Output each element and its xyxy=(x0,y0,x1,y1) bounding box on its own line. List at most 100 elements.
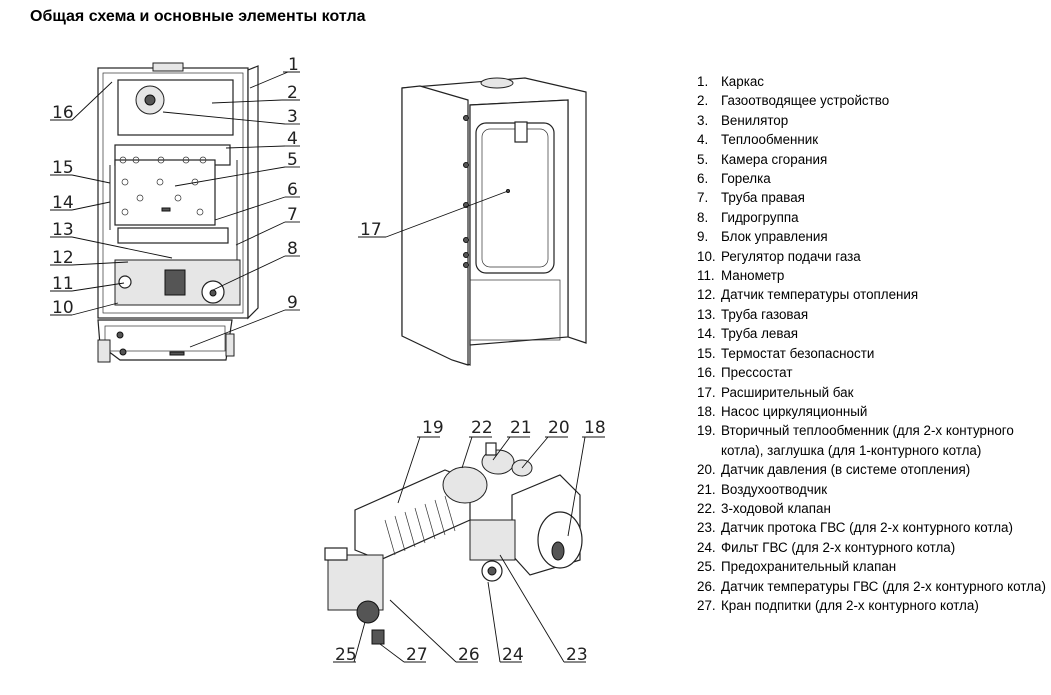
legend-item-text: Манометр xyxy=(721,268,785,284)
legend-item: 12. Датчик температуры отопления xyxy=(697,285,1047,304)
legend-item-number: 5. xyxy=(697,151,709,167)
legend-item-number: 8. xyxy=(697,209,709,225)
callout-24: 24 xyxy=(502,645,524,665)
legend-item-text: Кран подпитки (для 2-х контурного котла) xyxy=(721,597,979,613)
callout-19: 19 xyxy=(422,418,444,438)
legend-item-number: 16. xyxy=(697,365,716,381)
callout-18: 18 xyxy=(584,418,606,438)
legend-item: 21.Воздухоотводчик xyxy=(697,480,1047,499)
valve-block xyxy=(327,554,384,611)
three-way-valve xyxy=(442,466,488,504)
manometer xyxy=(118,275,132,289)
legend-item-number: 14. xyxy=(697,326,716,342)
legend-item-number: 13. xyxy=(697,306,716,322)
flue-outlet xyxy=(152,62,184,72)
legend-item-text: Теплообменник xyxy=(721,132,819,148)
callout-10: 10 xyxy=(52,298,74,318)
legend-item-number: 11. xyxy=(697,268,715,284)
legend-item-text: Регулятор подачи газа xyxy=(721,248,861,264)
frame-side xyxy=(247,65,259,320)
callout-4: 4 xyxy=(287,129,298,149)
safety-valve xyxy=(356,600,380,624)
legend-item-number: 6. xyxy=(697,171,709,187)
legend-item-text: Вторичный теплообменник (для 2-х контурн… xyxy=(721,423,1014,458)
tank-bracket xyxy=(514,121,528,143)
front-callouts-left: 16 15 14 13 12 11 10 xyxy=(50,81,173,318)
callout-9: 9 xyxy=(287,293,298,313)
legend-item-text: Воздухоотводчик xyxy=(721,481,828,497)
legend-item-text: Газоотводящее устройство xyxy=(721,93,890,109)
legend-item-number: 4. xyxy=(697,132,709,148)
legend-item-text: Датчик давления (в системе отопления) xyxy=(721,462,971,478)
legend-item-number: 15. xyxy=(697,345,716,361)
legend-item: 3.Венилятор xyxy=(697,111,1047,130)
legend-item: 2. Газоотводящее устройство xyxy=(697,91,1047,110)
legend-item: 25. Предохранительный клапан xyxy=(697,557,1047,576)
legend-item-number: 23. xyxy=(697,520,716,536)
legend-item-text: Труба левая xyxy=(721,326,799,342)
legend-item: 23.Датчик протока ГВС (для 2-х контурног… xyxy=(697,518,1047,537)
callout-26: 26 xyxy=(458,645,480,665)
legend-item: 5. Камера сгорания xyxy=(697,150,1047,169)
legend-item: 18.Насос циркуляционный xyxy=(697,402,1047,421)
legend-item-number: 25. xyxy=(697,559,716,575)
legend-item-number: 24. xyxy=(697,539,716,555)
legend-item: 1.Каркас xyxy=(697,72,1047,91)
callout-7: 7 xyxy=(287,205,298,225)
callout-2: 2 xyxy=(287,83,298,103)
legend-item: 27.Кран подпитки (для 2-х контурного кот… xyxy=(697,596,1047,615)
expansion-tank xyxy=(475,122,555,274)
air-vent xyxy=(481,449,515,475)
legend-item-text: Термостат безопасности xyxy=(721,345,875,361)
callout-16: 16 xyxy=(52,103,74,123)
legend-item: 15. Термостат безопасности xyxy=(697,344,1047,363)
legend-item-number: 2. xyxy=(697,93,709,109)
legend-item-number: 10. xyxy=(697,248,716,264)
callout-6: 6 xyxy=(287,180,298,200)
legend-item: 17.Расширительный бак xyxy=(697,383,1047,402)
legend-item: 6.Горелка xyxy=(697,169,1047,188)
legend-item: 24.Фильт ГВС (для 2-х контурного котла) xyxy=(697,538,1047,557)
legend-item-text: Датчик температуры ГВС (для 2-х контурно… xyxy=(721,578,1046,594)
callout-5: 5 xyxy=(287,150,298,170)
filling-tap xyxy=(371,629,385,645)
legend-item-text: Предохранительный клапан xyxy=(721,559,897,575)
legend-item: 7.Труба правая xyxy=(697,188,1047,207)
legend-item: 9.Блок управления xyxy=(697,227,1047,246)
legend-item-text: Гидрогруппа xyxy=(721,209,799,225)
legend-item-text: 3-ходовой клапан xyxy=(721,500,831,516)
callout-20: 20 xyxy=(548,418,570,438)
page-title: Общая схема и основные элементы котла xyxy=(30,8,366,25)
legend-item: 13.Труба газовая xyxy=(697,305,1047,324)
callout-8: 8 xyxy=(287,239,298,259)
callout-27: 27 xyxy=(406,645,428,665)
hydro-group-diagram: 19 22 21 20 18 25 27 26 24 23 xyxy=(324,418,606,665)
legend-item-text: Блок управления xyxy=(721,229,828,245)
legend-item-text: Труба правая xyxy=(721,190,805,206)
legend-item: 22. 3-ходовой клапан xyxy=(697,499,1047,518)
legend-item: 4. Теплообменник xyxy=(697,130,1047,149)
legend-item-number: 12. xyxy=(697,287,716,303)
legend-item-number: 22. xyxy=(697,500,716,516)
combustion-chamber xyxy=(114,159,216,226)
legend-item-number: 18. xyxy=(697,403,716,419)
callout-25: 25 xyxy=(335,645,357,665)
front-callouts-right: 1 2 3 4 5 6 7 8 9 xyxy=(162,55,300,348)
legend-item-text: Камера сгорания xyxy=(721,151,828,167)
burner xyxy=(117,227,229,244)
legend-item-text: Датчик температуры отопления xyxy=(721,287,919,303)
callout-21: 21 xyxy=(510,418,532,438)
callout-13: 13 xyxy=(52,220,74,240)
boiler-front-diagram: 1 2 3 4 5 6 7 8 9 16 15 14 13 xyxy=(50,55,300,363)
legend-item-number: 17. xyxy=(697,384,716,400)
callout-15: 15 xyxy=(52,158,74,178)
legend-item: 11. Манометр xyxy=(697,266,1047,285)
callout-14: 14 xyxy=(52,193,74,213)
legend-item: 14. Труба левая xyxy=(697,324,1047,343)
callout-12: 12 xyxy=(52,248,74,268)
callout-11: 11 xyxy=(52,274,74,294)
boiler-back-diagram: 17 xyxy=(358,77,587,366)
callout-23: 23 xyxy=(566,645,588,665)
flow-sensor xyxy=(469,519,516,561)
gas-exhaust-device xyxy=(117,79,234,136)
